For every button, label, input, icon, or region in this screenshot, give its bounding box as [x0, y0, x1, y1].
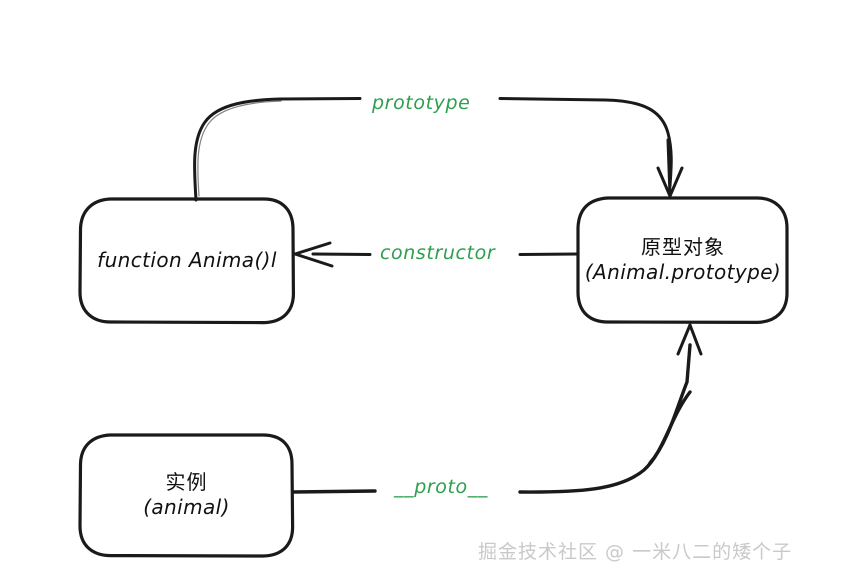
edge-path-constructor	[311, 252, 580, 256]
node-instance-object[interactable]: 实例 (animal)	[80, 434, 293, 556]
edge-path-prototype	[193, 97, 673, 202]
node-instance-object-subtitle: (animal)	[143, 495, 230, 519]
edge-path-proto	[291, 343, 692, 494]
arrowhead-constructor	[293, 241, 334, 268]
arrowhead-proto	[676, 323, 703, 356]
edge-label-constructor: constructor	[374, 242, 502, 264]
node-prototype-object-title: 原型对象	[641, 235, 725, 259]
edge-label-prototype: prototype	[366, 92, 477, 114]
node-constructor-function[interactable]: function Anima()l	[80, 198, 294, 323]
node-prototype-object-subtitle: (Animal.prototype)	[584, 260, 782, 284]
box-outline-instance-object	[78, 433, 295, 558]
edge-label-proto: __proto__	[388, 476, 494, 498]
box-outline-prototype-object	[576, 196, 789, 324]
node-prototype-object[interactable]: 原型对象 (Animal.prototype)	[578, 197, 788, 323]
watermark-text: 掘金技术社区 @ 一米八二的矮个子	[478, 541, 793, 563]
node-constructor-function-label: function Anima()l	[97, 248, 277, 272]
arrowhead-prototype	[656, 138, 684, 198]
node-instance-object-title: 实例	[165, 470, 208, 494]
box-outline-constructor-function	[78, 197, 296, 325]
